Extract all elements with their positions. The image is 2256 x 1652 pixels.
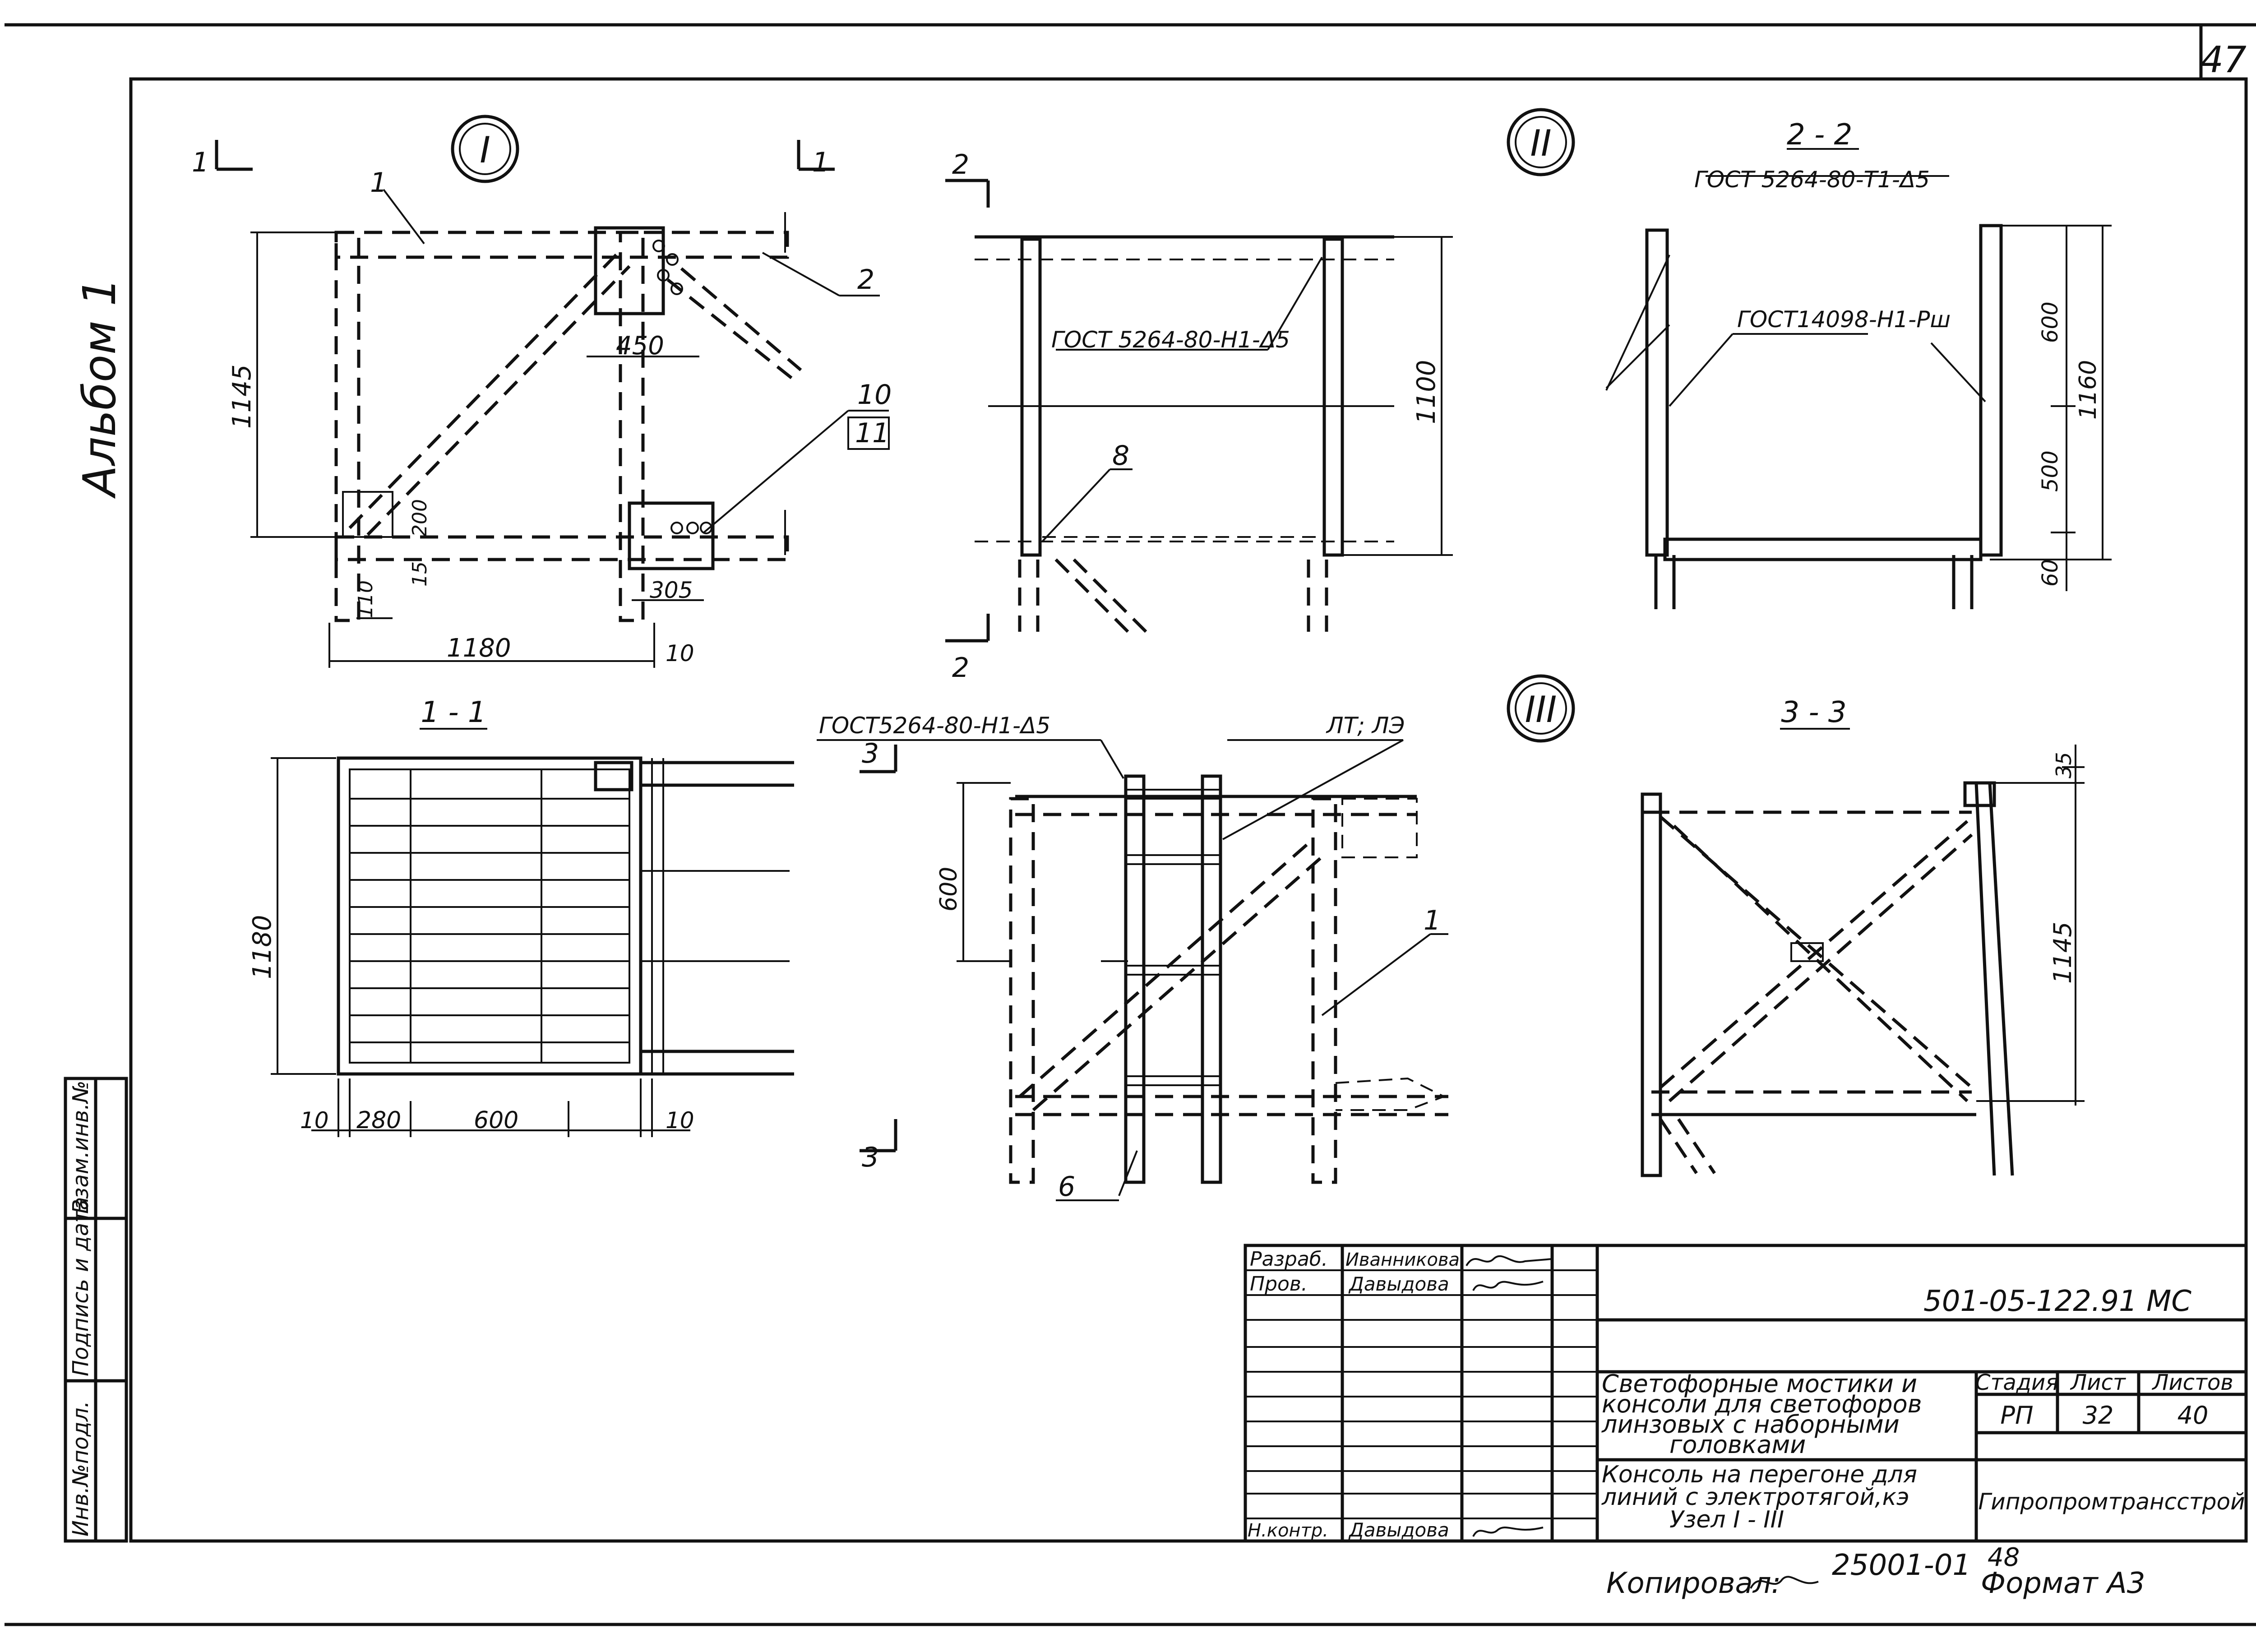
- album-label: Альбом 1: [73, 278, 126, 499]
- v33-dim-35: 35: [2052, 752, 2076, 778]
- v1-dim-200: 200: [408, 499, 431, 537]
- v22-weld-top: ГОСТ 5264-80-Т1-Δ5: [1694, 167, 1930, 193]
- svg-text:III: III: [1525, 689, 1557, 731]
- v1-dim-450: 450: [616, 331, 664, 361]
- v1-dim-110: 110: [354, 580, 377, 618]
- v11-dim-600: 600: [474, 1107, 518, 1134]
- tb-listov: 40: [2177, 1401, 2209, 1430]
- v1-pos-10: 10: [857, 379, 892, 411]
- view-2-2: [1605, 148, 2112, 609]
- v3-weld: ГОСТ5264-80-Н1-Δ5: [819, 713, 1050, 739]
- section-mark-3-bottom: 3: [862, 1142, 879, 1173]
- tb-project-line-2: консоли для светофоров: [1602, 1390, 1922, 1418]
- title-block: [1244, 1244, 2248, 1543]
- v22-dim-600: 600: [2038, 301, 2063, 343]
- section-mark-1-right: 1: [812, 147, 829, 178]
- view-1-1-plan: [271, 728, 794, 1137]
- v1-dim-15: 15: [408, 561, 431, 587]
- v22-weld-mid: ГОСТ14098-Н1-Рш: [1737, 306, 1951, 333]
- section-mark-3-top: 3: [862, 738, 879, 769]
- tb-sheet-line-1: Консоль на перегоне для: [1602, 1461, 1917, 1488]
- footer-kopiroval: Копировал:: [1606, 1567, 1781, 1600]
- v3-dim-600: 600: [935, 867, 962, 912]
- tb-code: 501-05-122.91 МС: [1923, 1285, 2191, 1318]
- footer-format: Формат А3: [1981, 1567, 2145, 1600]
- tb-project-line-4: головками: [1669, 1430, 1806, 1459]
- node-marker-2: II: [1507, 108, 1575, 176]
- tb-list-label: Лист: [2070, 1370, 2127, 1395]
- tb-role-prov: Пров.: [1250, 1273, 1308, 1296]
- footer-page-48: 48: [1988, 1543, 2020, 1572]
- v1-pos-2: 2: [857, 264, 874, 296]
- tb-list: 32: [2083, 1401, 2114, 1430]
- node-marker-3: III: [1507, 674, 1575, 743]
- tb-sheet-line-2: линий с электротягой,кэ: [1601, 1484, 1909, 1511]
- v2-weld: ГОСТ 5264-80-Н1-Δ5: [1051, 327, 1290, 353]
- v2-dim-1100: 1100: [1412, 360, 1441, 424]
- view-3-3: [1641, 728, 2085, 1177]
- svg-text:I: I: [480, 129, 490, 171]
- v1-pos-11: 11: [855, 417, 889, 449]
- v11-dim-280: 280: [356, 1107, 401, 1134]
- tb-role-nkontr: Н.контр.: [1248, 1520, 1328, 1541]
- tb-name-nkontr: Давыдова: [1348, 1519, 1449, 1541]
- stamp-vzam-inv: Взам.инв.№: [68, 1081, 93, 1214]
- v1-dim-10: 10: [666, 640, 694, 666]
- signature-razrab: [1465, 1255, 1553, 1267]
- view-1-elevation: [215, 140, 890, 668]
- tb-listov-label: Листов: [2151, 1370, 2233, 1395]
- v1-dim-305: 305: [650, 577, 693, 603]
- section-mark-2-top: 2: [952, 149, 969, 180]
- v1-dim-1180: 1180: [447, 634, 511, 663]
- v22-dim-1160: 1160: [2075, 360, 2102, 420]
- tb-project-line-3: линзовых с наборными: [1601, 1410, 1900, 1439]
- signature-prov: [1472, 1281, 1544, 1291]
- view-3-elevation: [817, 739, 1448, 1201]
- sheet-frame: [5, 23, 2256, 1626]
- section-mark-2-bottom: 2: [952, 652, 969, 684]
- v22-dim-60: 60: [2038, 559, 2063, 587]
- v1-pos-1: 1: [370, 167, 387, 199]
- svg-text:II: II: [1530, 122, 1551, 164]
- section-mark-1-left: 1: [192, 147, 209, 178]
- v11-dim-10b: 10: [666, 1107, 694, 1134]
- title-1-1: 1 - 1: [421, 696, 486, 729]
- tb-stadia-label: Стадия: [1975, 1370, 2058, 1395]
- footer-order: 25001-01: [1832, 1549, 1971, 1582]
- tb-role-razrab: Разраб.: [1250, 1248, 1328, 1271]
- tb-name-razrab: Иванникова: [1345, 1249, 1460, 1270]
- signature-nkontr: [1472, 1527, 1544, 1537]
- stamp-podpis-data: Подпись и дата: [68, 1197, 93, 1376]
- v3-pos-6: 6: [1058, 1171, 1075, 1203]
- node-marker-1: I: [451, 115, 519, 183]
- v33-dim-1145: 1145: [2048, 922, 2077, 984]
- view-2-elevation: [945, 179, 1453, 643]
- title-3-3: 3 - 3: [1781, 696, 1846, 729]
- tb-org: Гипропромтрансстрой: [1978, 1489, 2245, 1515]
- tb-name-prov: Давыдова: [1348, 1273, 1449, 1295]
- side-stamp: [64, 1077, 128, 1543]
- tb-stadia: РП: [2000, 1401, 2033, 1430]
- v2-pos-8: 8: [1112, 440, 1129, 472]
- v11-dim-10a: 10: [300, 1107, 329, 1134]
- signature-kopiroval: [1750, 1576, 1819, 1589]
- v11-dim-1180: 1180: [248, 915, 277, 979]
- v22-dim-500: 500: [2038, 450, 2063, 492]
- stamp-inv-podl: Инв.№подл.: [68, 1401, 93, 1536]
- v3-pos-1: 1: [1424, 905, 1441, 936]
- v3-lt: ЛТ; ЛЭ: [1326, 713, 1405, 739]
- sheet-number: 47: [2201, 39, 2247, 81]
- tb-project-line-1: Светофорные мостики и: [1602, 1370, 1917, 1398]
- title-2-2: 2 - 2: [1787, 118, 1852, 152]
- v1-dim-1145: 1145: [227, 364, 257, 429]
- tb-sheet-line-3: Узел I - III: [1669, 1506, 1784, 1533]
